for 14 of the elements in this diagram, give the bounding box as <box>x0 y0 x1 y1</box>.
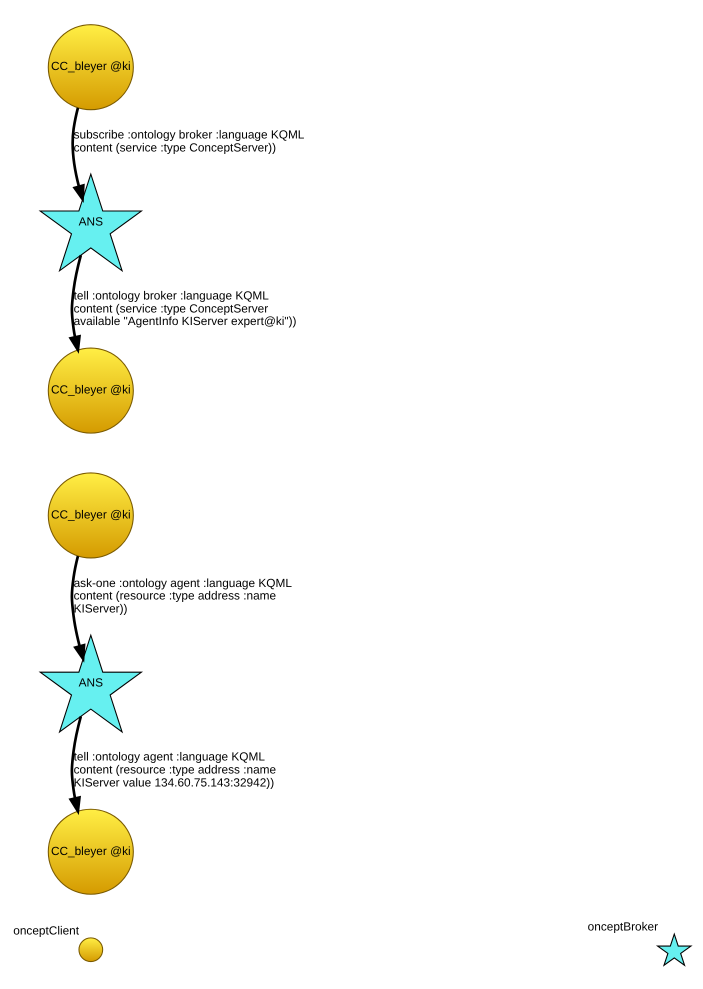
edge-label: tell :ontology broker :language KQML content (service :type ConceptServer available "AgentInfo KIServer expert@ki")) <box>73 288 296 328</box>
node-circle: CC_bleyer @ki <box>47 347 134 434</box>
edge-label: tell :ontology agent :language KQML content (resource :type address :name KIServer value 134.60.75.143:32942)) <box>73 749 276 789</box>
legend-label: onceptClient <box>12 922 79 937</box>
arrow <box>70 107 84 202</box>
legend-label: onceptBroker <box>587 919 658 934</box>
edge-label: subscribe :ontology broker :language KQML content (service :type ConceptServer)) <box>73 127 304 154</box>
arrow <box>68 716 82 815</box>
node-circle: CC_bleyer @ki <box>47 808 134 894</box>
edge-label: ask-one :ontology agent :language KQML content (resource :type address :name KIServer)) <box>73 575 292 616</box>
node-circle: CC_bleyer @ki <box>47 24 134 110</box>
arrow <box>68 254 82 354</box>
node-circle: CC_bleyer @ki <box>47 472 134 558</box>
arrow <box>70 555 85 662</box>
